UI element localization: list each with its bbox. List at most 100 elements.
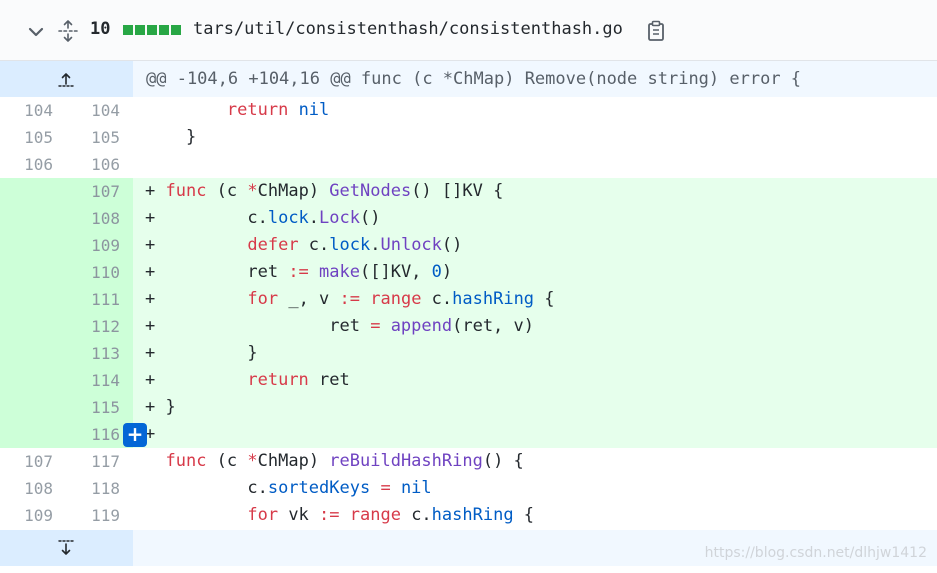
code-token: +: [145, 208, 166, 228]
code-token: func: [165, 181, 207, 201]
code-token: [370, 478, 380, 498]
new-line-number[interactable]: 110: [66, 259, 133, 286]
code-token: _, v: [278, 289, 340, 309]
diffstat: [123, 25, 181, 35]
old-line-number[interactable]: [0, 394, 66, 421]
new-line-number[interactable]: 118: [91, 479, 120, 498]
diffstat-block: [159, 25, 169, 35]
old-line-number[interactable]: [0, 367, 66, 394]
code-token: c.: [400, 505, 432, 525]
code-token: make: [319, 262, 360, 282]
code-token: reBuildHashRing: [329, 451, 483, 471]
new-line-number[interactable]: 119: [91, 506, 120, 525]
changes-count: 10: [90, 19, 111, 39]
diffstat-block: [171, 25, 181, 35]
code-token: ChMap): [257, 451, 330, 471]
code-line: + c.lock.Lock(): [133, 205, 937, 232]
added-line: 111+ for _, v := range c.hashRing {: [0, 286, 937, 313]
new-line-number[interactable]: 116: [66, 421, 133, 448]
old-line-number[interactable]: [0, 313, 66, 340]
context-line: 106 106: [0, 151, 937, 178]
code-token: append: [390, 316, 453, 336]
new-line-number[interactable]: 107: [66, 178, 133, 205]
code-line: + for _, v := range c.hashRing {: [133, 286, 937, 313]
new-line-number[interactable]: 105: [91, 128, 120, 147]
code-token: {: [534, 289, 555, 309]
new-line-number[interactable]: 114: [66, 367, 133, 394]
code-token: [380, 316, 390, 336]
code-line: }: [133, 124, 937, 151]
code-token: () {: [482, 451, 524, 471]
code-token: +: [145, 235, 166, 255]
file-path[interactable]: tars/util/consistenthash/consistenthash.…: [193, 19, 623, 39]
code-token: :=: [339, 289, 360, 309]
old-line-number[interactable]: [0, 205, 66, 232]
file-header: 10 tars/util/consistenthash/consistentha…: [0, 0, 937, 61]
new-line-number[interactable]: 106: [91, 155, 120, 174]
old-line-number[interactable]: [0, 259, 66, 286]
old-line-number[interactable]: [0, 178, 66, 205]
code-token: ([]KV,: [360, 262, 432, 282]
unfold-icon[interactable]: [57, 19, 79, 43]
new-line-number[interactable]: 117: [91, 452, 120, 471]
old-line-number[interactable]: 106: [24, 155, 53, 174]
code-token: +: [145, 289, 166, 309]
code-token: 0: [431, 262, 442, 282]
old-line-number[interactable]: 105: [24, 128, 53, 147]
code-line: + ret = append(ret, v): [133, 313, 937, 340]
new-line-number[interactable]: 115: [66, 394, 133, 421]
new-line-number[interactable]: 108: [66, 205, 133, 232]
expand-up-icon[interactable]: [56, 69, 76, 89]
new-line-number[interactable]: 109: [66, 232, 133, 259]
code-token: [145, 451, 165, 471]
added-line: 110+ ret := make([]KV, 0): [0, 259, 937, 286]
code-token: [309, 262, 319, 282]
hunk-expand-gutter[interactable]: [0, 61, 133, 97]
new-line-number[interactable]: 104: [91, 101, 120, 120]
code-token: sortedKeys: [267, 478, 371, 498]
code-token: c.: [145, 478, 268, 498]
code-token: hashRing: [431, 505, 514, 525]
code-token: }: [165, 397, 176, 417]
old-line-number[interactable]: 108: [24, 479, 53, 498]
new-line-number[interactable]: 113: [66, 340, 133, 367]
code-token: *: [247, 451, 258, 471]
code-token: nil: [298, 100, 330, 120]
add-comment-button[interactable]: +: [123, 423, 147, 447]
old-line-number[interactable]: 107: [24, 452, 53, 471]
code-line: + }: [133, 340, 937, 367]
old-line-number[interactable]: [0, 286, 66, 313]
code-token: =: [370, 316, 381, 336]
code-token: (): [441, 235, 463, 255]
code-token: vk: [278, 505, 320, 525]
code-token: c.: [421, 289, 453, 309]
code-token: [360, 289, 370, 309]
code-line: + defer c.lock.Unlock(): [133, 232, 937, 259]
old-line-number[interactable]: 109: [24, 506, 53, 525]
code-token: func: [165, 451, 207, 471]
old-line-number[interactable]: 104: [24, 101, 53, 120]
code-token: nil: [400, 478, 432, 498]
old-line-number[interactable]: [0, 421, 66, 448]
code-token: [340, 505, 350, 525]
code-token: hashRing: [452, 289, 535, 309]
bottom-expand-gutter[interactable]: [0, 530, 133, 566]
chevron-down-icon[interactable]: [25, 21, 47, 43]
old-line-number[interactable]: [0, 232, 66, 259]
added-line: 109+ defer c.lock.Unlock(): [0, 232, 937, 259]
code-token: [145, 505, 247, 525]
watermark: https://blog.csdn.net/dlhjw1412: [704, 545, 927, 561]
expand-down-icon[interactable]: [56, 538, 76, 558]
code-token: ret: [165, 316, 371, 336]
code-line: + func (c *ChMap) GetNodes() []KV {: [133, 178, 937, 205]
clipboard-icon[interactable]: [646, 19, 666, 43]
new-line-number[interactable]: 112: [66, 313, 133, 340]
code-token: +: [145, 397, 166, 417]
new-line-number[interactable]: 111: [66, 286, 133, 313]
code-line: +: [133, 421, 937, 448]
diffstat-block: [147, 25, 157, 35]
code-token: {: [513, 505, 535, 525]
old-line-number[interactable]: [0, 340, 66, 367]
